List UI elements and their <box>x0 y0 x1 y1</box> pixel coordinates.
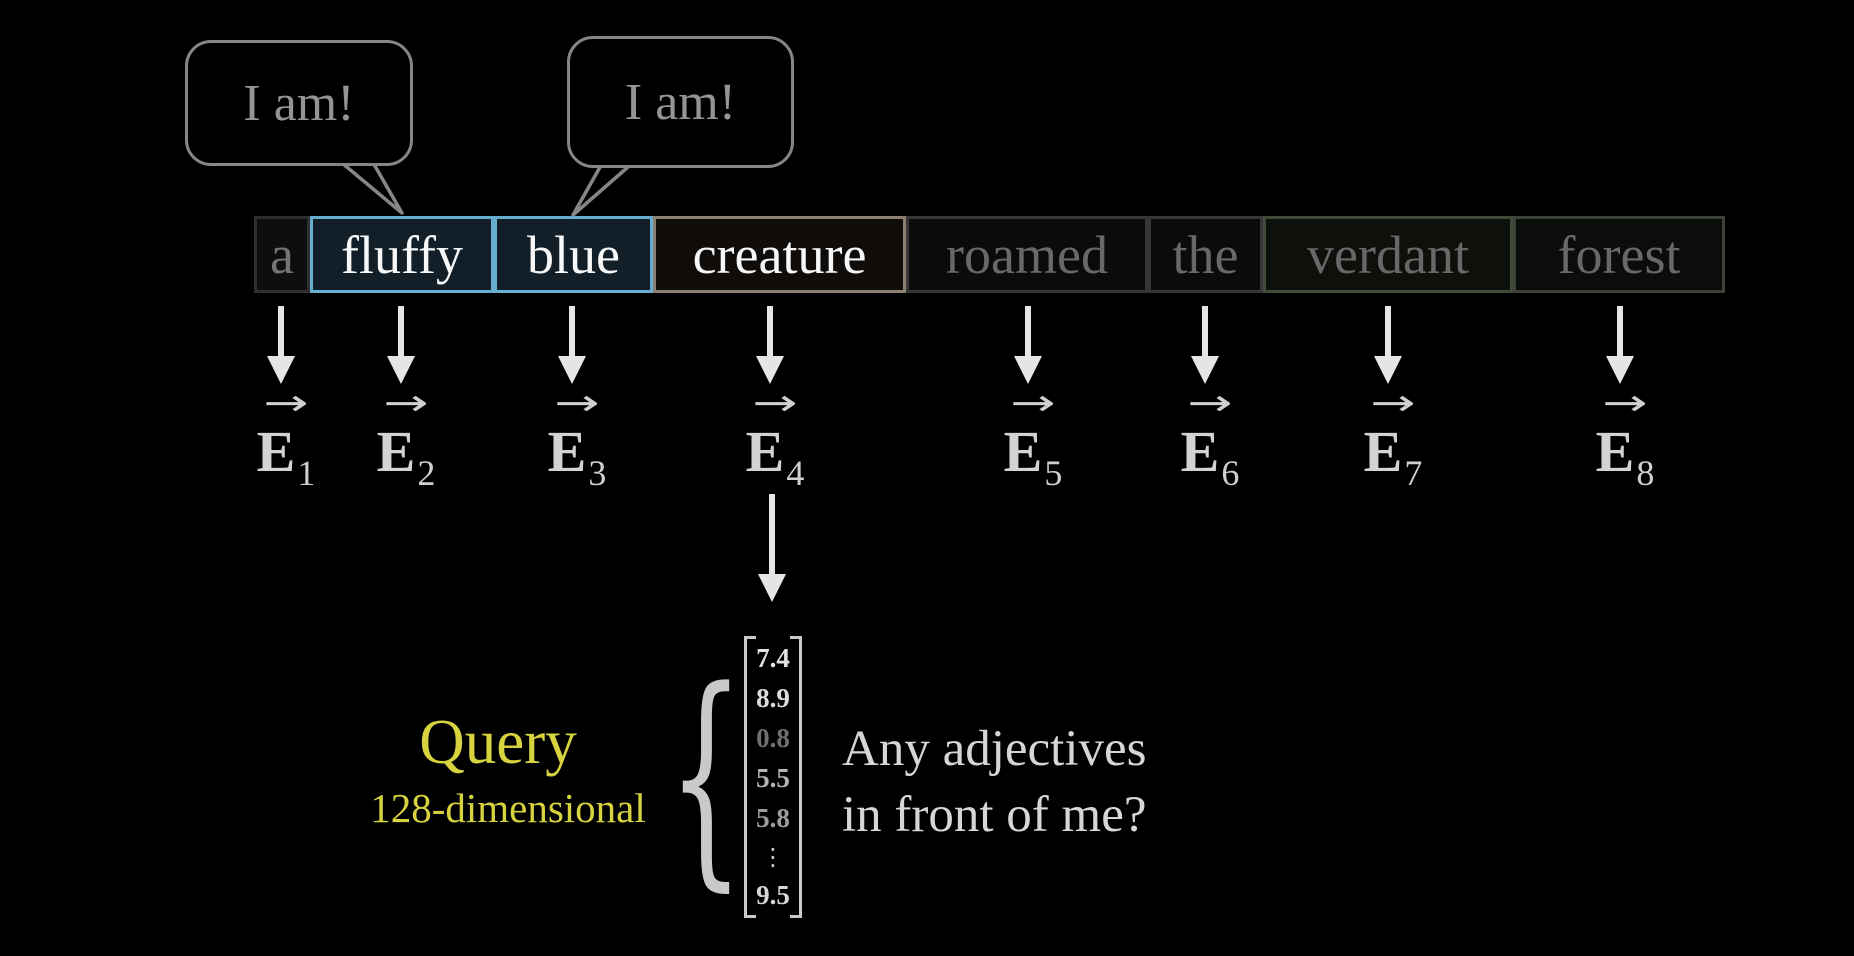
embedding-symbol: E <box>547 419 587 484</box>
embedding-subscript: 3 <box>588 453 607 493</box>
vector-hat-arrow-icon: → <box>1370 383 1416 424</box>
vector-hat-arrow-icon: → <box>554 383 600 424</box>
vector-entry: 8.9 <box>756 683 790 713</box>
down-arrow-icon <box>265 306 297 386</box>
embedding-subscript: 5 <box>1044 453 1063 493</box>
word-the: the <box>1148 216 1263 293</box>
matrix-bracket-right <box>790 636 802 918</box>
vector-hat-arrow-icon: → <box>752 383 798 424</box>
embedding-subscript: 7 <box>1404 453 1423 493</box>
word-roamed: roamed <box>906 216 1148 293</box>
vector-hat-arrow-icon: → <box>1602 383 1648 424</box>
embedding-subscript: 1 <box>297 453 316 493</box>
vector-entry: 5.5 <box>756 763 790 793</box>
down-arrow-icon <box>1189 306 1221 386</box>
vector-hat-arrow-icon: → <box>263 383 309 424</box>
embedding-symbol: E <box>376 419 416 484</box>
embedding-subscript: 2 <box>417 453 436 493</box>
down-arrow-icon <box>1372 306 1404 386</box>
word-creature: creature <box>653 216 906 293</box>
embedding-symbol: E <box>745 419 785 484</box>
embedding-subscript: 6 <box>1221 453 1240 493</box>
embedding-E7: →E7 <box>1328 386 1458 494</box>
down-arrow-icon <box>1012 306 1044 386</box>
down-arrow-icon <box>754 306 786 386</box>
word-fluffy: fluffy <box>310 216 494 293</box>
embedding-symbol: E <box>256 419 296 484</box>
down-arrow-icon <box>756 494 788 604</box>
embedding-E3: →E3 <box>512 386 642 494</box>
vector-hat-arrow-icon: → <box>383 383 429 424</box>
query-vector-values: 7.4 8.9 0.8 5.5 5.8 ⋮ 9.5 <box>744 643 802 911</box>
word-a: a <box>254 216 310 293</box>
embedding-E8: →E8 <box>1560 386 1690 494</box>
query-question-line1: Any adjectives <box>842 721 1147 777</box>
speech-bubble-text: I am! <box>243 74 355 132</box>
vector-entry: 0.8 <box>756 723 790 753</box>
vector-entry: 5.8 <box>756 803 790 833</box>
query-vector: 7.4 8.9 0.8 5.5 5.8 ⋮ 9.5 <box>744 636 802 918</box>
embedding-E1: →E1 <box>221 386 351 494</box>
speech-bubble-text: I am! <box>624 73 737 131</box>
vector-entry: 9.5 <box>756 880 790 910</box>
embedding-E6: →E6 <box>1145 386 1275 494</box>
embedding-E4: →E4 <box>710 386 840 494</box>
embedding-symbol: E <box>1180 419 1220 484</box>
vector-hat-arrow-icon: → <box>1010 383 1056 424</box>
down-arrow-icon <box>385 306 417 386</box>
query-question-line2: in front of me? <box>842 787 1147 843</box>
embedding-subscript: 8 <box>1636 453 1655 493</box>
word-blue: blue <box>494 216 653 293</box>
word-forest: forest <box>1513 216 1725 293</box>
embedding-symbol: E <box>1595 419 1635 484</box>
speech-bubble-fluffy: I am! <box>185 40 413 166</box>
query-question: Any adjectives in front of me? <box>842 716 1146 848</box>
left-curly-brace: { <box>667 642 745 912</box>
bubble-tail-icon <box>571 158 638 217</box>
query-label: Query <box>419 707 577 777</box>
embedding-symbol: E <box>1003 419 1043 484</box>
embedding-E5: →E5 <box>968 386 1098 494</box>
vertical-ellipsis: ⋮ <box>761 843 785 871</box>
speech-bubble-blue: I am! <box>567 36 794 168</box>
embedding-symbol: E <box>1363 419 1403 484</box>
vector-hat-arrow-icon: → <box>1187 383 1233 424</box>
word-verdant: verdant <box>1263 216 1513 293</box>
query-dimension-label: 128-dimensional <box>370 785 646 831</box>
embedding-E2: →E2 <box>341 386 471 494</box>
matrix-bracket-left <box>744 636 756 918</box>
embedding-subscript: 4 <box>786 453 805 493</box>
down-arrow-icon <box>1604 306 1636 386</box>
down-arrow-icon <box>556 306 588 386</box>
vector-entry: 7.4 <box>756 643 790 673</box>
